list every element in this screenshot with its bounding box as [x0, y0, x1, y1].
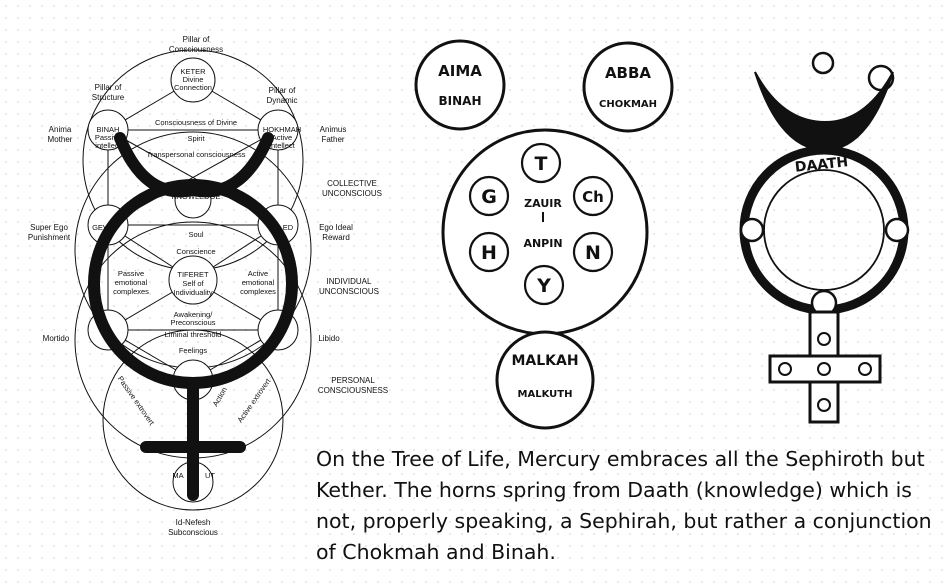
pillar-center-label: Pillar of	[183, 35, 210, 44]
active-emotional-label: Active	[248, 269, 268, 278]
malkuth-label: MALKUTH	[518, 389, 573, 400]
animus-label-2: Father	[321, 135, 344, 144]
tiferet-label: TIFERET	[177, 270, 209, 279]
active-emotional-label-2: emotional	[242, 278, 275, 287]
daath-label: DAATH	[794, 154, 849, 176]
tiferet-label-3: Individuality	[173, 288, 212, 297]
pillar-center-label-2: Consciousness	[169, 45, 223, 54]
letter-g: G	[481, 186, 497, 208]
soul-label: Soul	[188, 230, 203, 239]
binah-label-2: Passive	[95, 133, 121, 142]
transpersonal-label: Transpersonal consciousness	[147, 150, 246, 159]
passive-emotional-label-2: emotional	[115, 278, 148, 287]
chokmah-label-middle: CHOKMAH	[599, 99, 657, 110]
anima-label: Anima	[49, 125, 72, 134]
consciousness-divine-label: Consciousness of Divine	[155, 118, 237, 127]
abba-label: ABBA	[605, 64, 651, 82]
binah-label: BINAH	[97, 125, 120, 134]
tiferet-label-2: Self of	[182, 279, 204, 288]
pillar-left-label-2: Structure	[92, 93, 125, 102]
malkut-label-2: UT	[205, 471, 215, 480]
egoideal-label-2: Reward	[322, 233, 350, 242]
awakening-label: Awakening/	[174, 310, 214, 319]
passive-extrovert-label: Passive extrovert	[116, 374, 157, 427]
chokmah-label: HOKHMAH	[263, 125, 301, 134]
pillar-right-label: Pillar of	[269, 86, 296, 95]
letter-h: H	[481, 242, 497, 264]
feelings-label: Feelings	[179, 346, 208, 355]
letter-t: T	[535, 153, 548, 175]
personal-label: PERSONAL	[331, 376, 375, 385]
gevurah-label: GEV	[92, 223, 108, 232]
active-emotional-label-3: complexes	[240, 287, 276, 296]
mercury-symbol-overlay	[88, 132, 298, 501]
binah-label-middle: BINAH	[439, 94, 482, 108]
letter-n: N	[585, 242, 601, 264]
spirit-label: Spirit	[187, 134, 205, 143]
liminal-label: Liminal threshold	[165, 330, 222, 339]
action-label: Action	[211, 385, 229, 408]
nefesh-label: Id-Nefesh	[176, 518, 211, 527]
animus-label: Animus	[320, 125, 347, 134]
awakening-label-2: Preconscious	[170, 318, 215, 327]
collective-label-2: UNCONSCIOUS	[322, 189, 382, 198]
chesed-label: ED	[283, 223, 294, 232]
letter-ch: Ch	[582, 188, 604, 206]
keter-label-2: Divine	[183, 75, 204, 84]
egoideal-label: Ego Ideal	[319, 223, 353, 232]
superego-label-2: Punishment	[28, 233, 71, 242]
superego-label: Super Ego	[30, 223, 68, 232]
pillar-left-label: Pillar of	[95, 83, 122, 92]
libido-label: Libido	[318, 334, 340, 343]
active-extrovert-label: Active extrovert	[235, 376, 273, 424]
letter-y: Y	[536, 275, 551, 297]
malkah-label: MALKAH	[511, 353, 578, 369]
collective-label: COLLECTIVE	[327, 179, 377, 188]
binah-label-3: intellect	[95, 141, 121, 150]
passive-emotional-label: Passive	[118, 269, 144, 278]
personal-label-2: CONSCIOUSNESS	[318, 386, 388, 395]
zauir-label: ZAUIR	[524, 197, 562, 210]
partzufim-diagram: AIMA BINAH ABBA CHOKMAH T G Ch H N Y ZAU…	[414, 39, 674, 430]
conscience-label: Conscience	[176, 247, 215, 256]
anpin-label: ANPIN	[523, 237, 562, 250]
keter-label: KETER	[180, 67, 206, 76]
aima-label: AIMA	[438, 62, 482, 80]
chokmah-label-2: Active	[272, 133, 292, 142]
individual-label-2: UNCONSCIOUS	[319, 287, 379, 296]
mercury-daath-glyph: DAATH	[739, 51, 910, 424]
individual-label: INDIVIDUAL	[327, 277, 372, 286]
keter-label-3: Connection	[174, 83, 212, 92]
pillar-right-label-2: Dynamic	[266, 96, 297, 105]
chokmah-label-3: intellect	[269, 141, 295, 150]
nefesh-label-2: Subconscious	[168, 528, 218, 537]
passive-emotional-label-3: complexes	[113, 287, 149, 296]
mortido-label: Mortido	[43, 334, 70, 343]
malkut-label: MA	[172, 471, 183, 480]
caption-text: On the Tree of Life, Mercury embraces al…	[316, 447, 932, 564]
anima-label-2: Mother	[48, 135, 73, 144]
